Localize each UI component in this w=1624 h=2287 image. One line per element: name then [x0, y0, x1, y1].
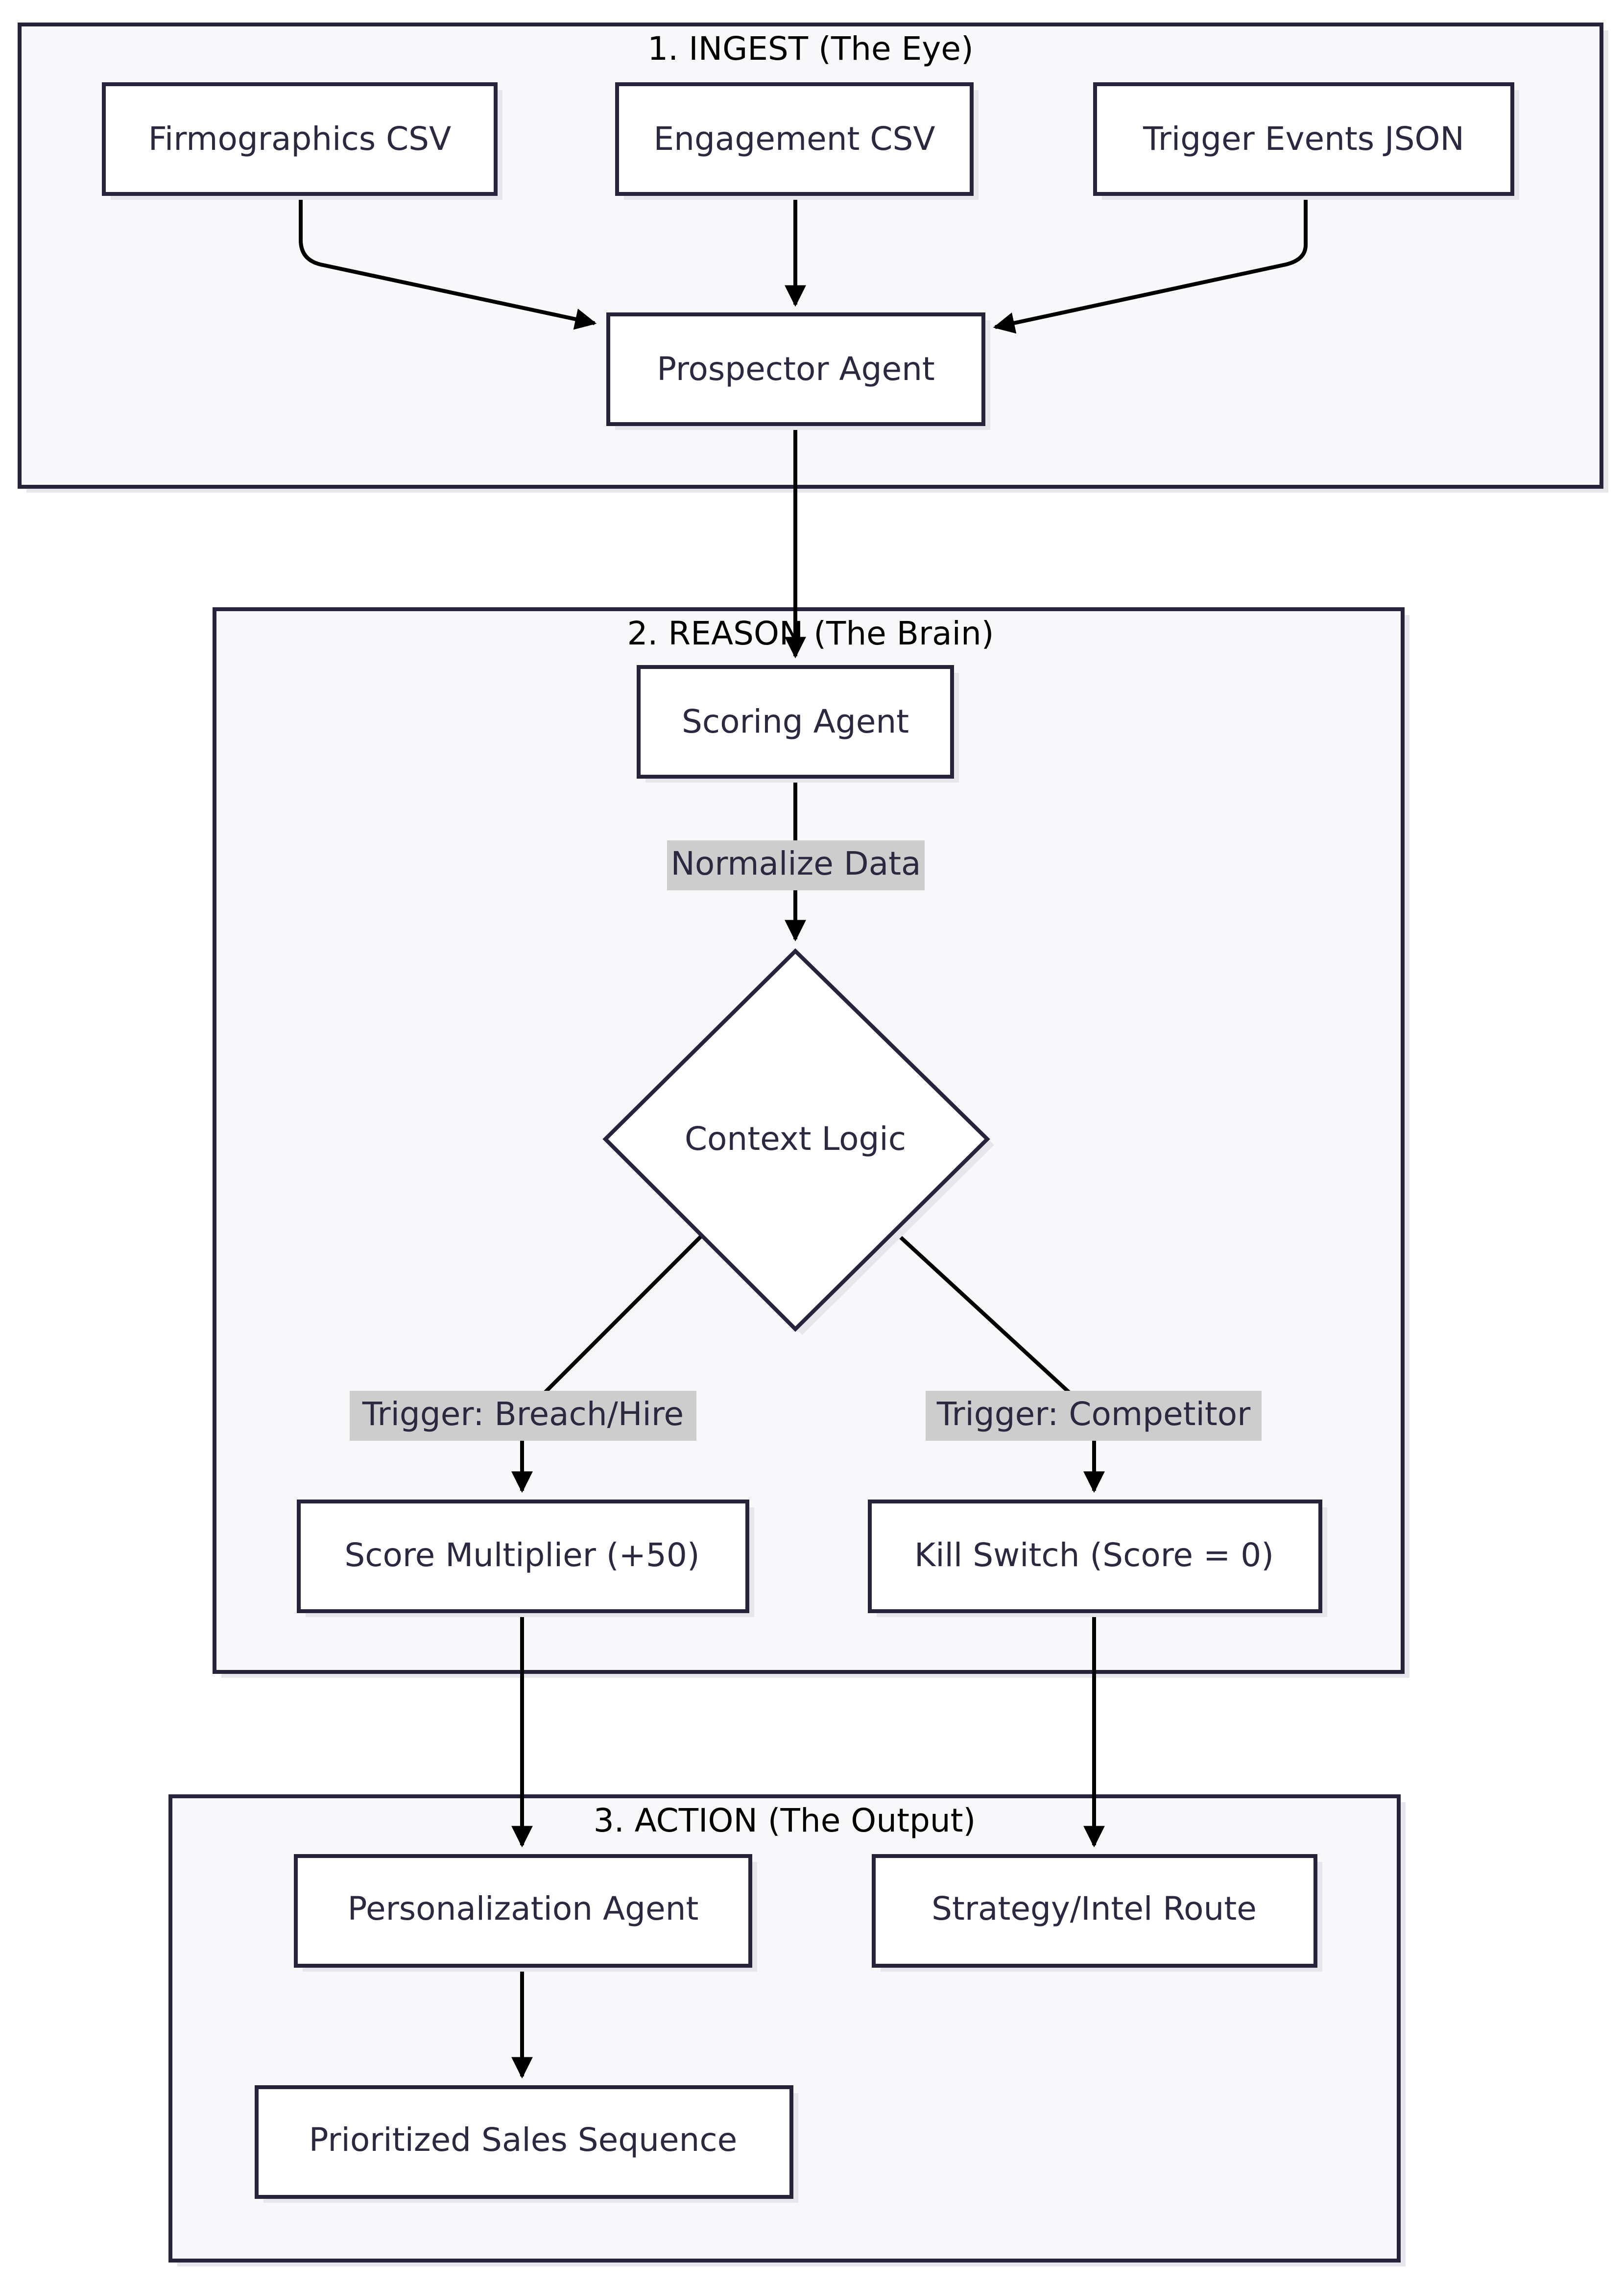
- edge-label-competitor: Trigger: Competitor: [926, 1391, 1262, 1441]
- edge-firmographics-to-prospector: [299, 196, 597, 330]
- node-scoring-agent[interactable]: Scoring Agent: [637, 665, 959, 783]
- node-personalization-agent[interactable]: Personalization Agent: [294, 1854, 757, 1972]
- node-strategy-intel-route[interactable]: Strategy/Intel Route: [872, 1854, 1322, 1972]
- edge-label-normalize: Normalize Data: [667, 840, 925, 890]
- node-label-firmographics: Firmographics CSV: [148, 120, 451, 158]
- node-label-strategy-route: Strategy/Intel Route: [931, 1890, 1257, 1928]
- cluster-title-ingest: 1. INGEST (The Eye): [647, 30, 973, 68]
- cluster-title-action: 3. ACTION (The Output): [594, 1802, 976, 1839]
- node-context-logic-decision[interactable]: Context Logic: [602, 948, 994, 1335]
- node-score-multiplier[interactable]: Score Multiplier (+50): [297, 1500, 754, 1617]
- node-label-engagement: Engagement CSV: [653, 120, 935, 158]
- node-label-prospector: Prospector Agent: [657, 350, 935, 388]
- node-label-trigger-events: Trigger Events JSON: [1143, 120, 1464, 158]
- node-label-kill-switch: Kill Switch (Score = 0): [914, 1536, 1274, 1574]
- node-prospector-agent[interactable]: Prospector Agent: [606, 312, 990, 430]
- edge-label-normalize-text: Normalize Data: [671, 845, 921, 882]
- node-label-scoring: Scoring Agent: [682, 703, 909, 740]
- node-label-score-multiplier: Score Multiplier (+50): [344, 1536, 699, 1574]
- edge-label-breach-hire-text: Trigger: Breach/Hire: [362, 1395, 684, 1433]
- cluster-title-reason: 2. REASON (The Brain): [627, 615, 994, 652]
- edge-label-competitor-text: Trigger: Competitor: [936, 1395, 1251, 1433]
- edge-trigger-events-to-prospector: [993, 196, 1308, 334]
- node-trigger-events-json[interactable]: Trigger Events JSON: [1093, 82, 1519, 200]
- node-label-context-logic: Context Logic: [685, 1120, 906, 1158]
- node-label-personalization: Personalization Agent: [348, 1890, 699, 1928]
- node-label-sales-sequence: Prioritized Sales Sequence: [309, 2121, 738, 2159]
- edge-label-breach-hire: Trigger: Breach/Hire: [350, 1391, 696, 1441]
- node-kill-switch[interactable]: Kill Switch (Score = 0): [868, 1500, 1327, 1617]
- node-prioritized-sales-sequence[interactable]: Prioritized Sales Sequence: [255, 2085, 798, 2203]
- node-engagement-csv[interactable]: Engagement CSV: [615, 82, 979, 200]
- node-firmographics-csv[interactable]: Firmographics CSV: [102, 82, 502, 200]
